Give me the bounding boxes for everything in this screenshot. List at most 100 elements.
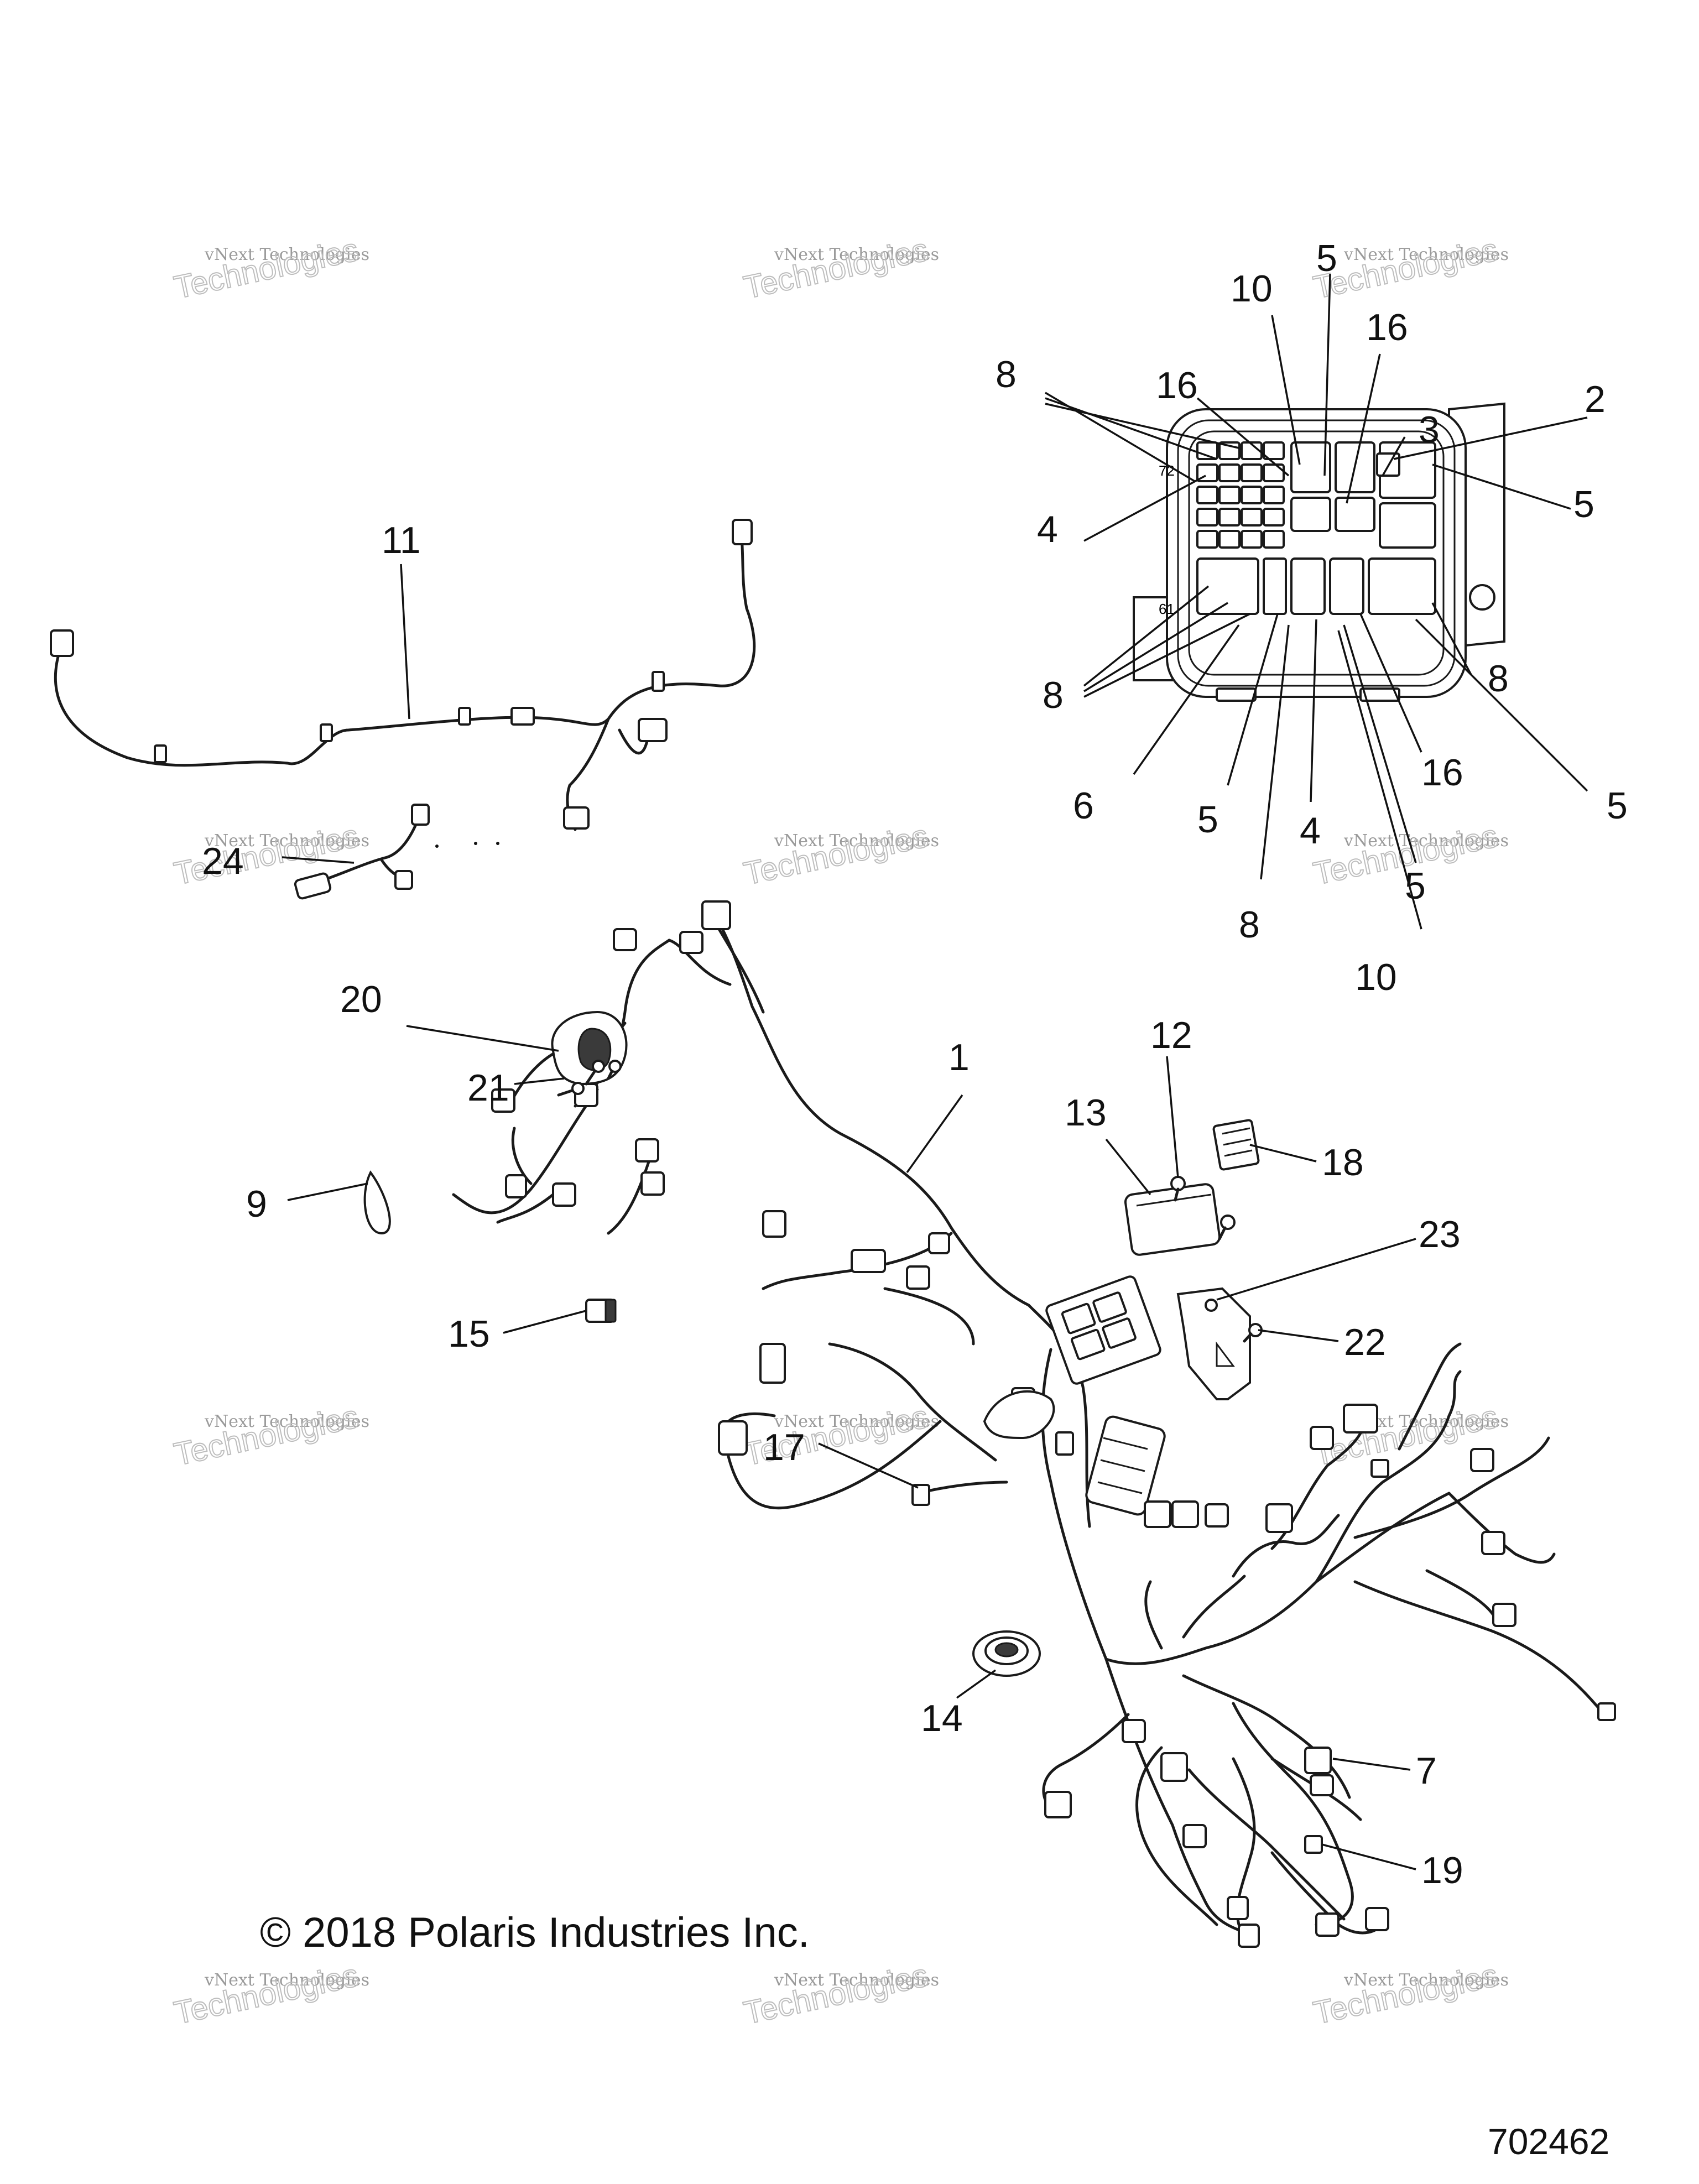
clip <box>458 707 471 726</box>
part-13-module <box>1124 1183 1221 1256</box>
callout-5: 5 <box>1573 483 1594 525</box>
connector <box>1171 1500 1199 1528</box>
svg-text:vNext Technologies: vNext Technologies <box>1343 1971 1509 1990</box>
svg-text:Technologies: Technologies <box>741 1957 931 2031</box>
callouts: 11 24 20 21 1 9 15 12 13 18 23 22 17 14 … <box>202 237 1628 1891</box>
latch <box>1216 687 1257 702</box>
watermark: vNext Technologies Technologies <box>1310 1957 1509 2032</box>
callout-12: 12 <box>1150 1014 1192 1056</box>
callout-8: 8 <box>1488 658 1509 700</box>
callout-8: 8 <box>996 353 1017 395</box>
callout-5: 5 <box>1607 785 1628 827</box>
connector <box>762 1210 786 1238</box>
svg-text:Technologies: Technologies <box>171 1399 362 1473</box>
connector <box>1160 1752 1188 1782</box>
part-20 <box>551 1010 628 1086</box>
svg-text:Technologies: Technologies <box>171 232 362 306</box>
relay <box>1290 441 1331 493</box>
svg-text:vNext Technologies: vNext Technologies <box>774 831 939 851</box>
screw <box>1218 1215 1236 1240</box>
callout-6: 6 <box>1073 785 1094 827</box>
watermark: vNext Technologies Technologies <box>740 817 939 893</box>
connector <box>732 519 753 545</box>
callout-19: 19 <box>1421 1849 1463 1891</box>
connector <box>50 629 74 657</box>
relay <box>1335 497 1375 532</box>
connector <box>563 806 590 830</box>
connector <box>613 928 637 951</box>
callout-3: 3 <box>1419 409 1440 451</box>
callout-18: 18 <box>1322 1141 1364 1184</box>
dot <box>474 842 477 845</box>
callout-4: 4 <box>1037 508 1058 550</box>
figure-number: 702462 <box>1488 2121 1609 2162</box>
callout-16: 16 <box>1366 306 1408 348</box>
svg-text:vNext Technologies: vNext Technologies <box>774 1971 939 1990</box>
callout-7: 7 <box>1416 1750 1437 1792</box>
callout-2: 2 <box>1585 378 1606 420</box>
callout-22: 22 <box>1344 1321 1386 1363</box>
connector-7 <box>1304 1747 1332 1774</box>
dot <box>496 842 499 845</box>
fuse-box-rim <box>1177 419 1456 687</box>
callout-14: 14 <box>921 1697 963 1739</box>
connector <box>635 1138 659 1163</box>
connector <box>1182 1824 1207 1848</box>
connector <box>679 931 703 954</box>
watermark: vNext Technologies Technologies <box>1310 231 1509 306</box>
svg-text:vNext Technologies: vNext Technologies <box>204 831 369 851</box>
connector <box>1470 1448 1494 1472</box>
relay <box>1329 557 1364 615</box>
part-23-bracket <box>1176 1287 1251 1400</box>
part-17-harness <box>911 1481 1008 1506</box>
relay <box>1290 557 1326 615</box>
connector <box>1144 1500 1171 1528</box>
harness-24 <box>294 804 499 900</box>
watermark: vNext Technologies Technologies <box>740 231 939 306</box>
svg-text:vNext Technologies: vNext Technologies <box>204 245 369 264</box>
callout-5: 5 <box>1316 237 1337 279</box>
part-9 <box>363 1170 391 1235</box>
connector <box>1492 1603 1516 1627</box>
svg-text:vNext Technologies: vNext Technologies <box>204 1971 369 1990</box>
watermark: vNext Technologies Technologies <box>740 1957 939 2032</box>
callout-16: 16 <box>1156 364 1198 406</box>
connector <box>718 1420 748 1456</box>
connector <box>505 1174 527 1198</box>
svg-text:vNext Technologies: vNext Technologies <box>204 1412 369 1431</box>
part-14-grommet <box>972 1630 1041 1677</box>
svg-text:vNext Technologies: vNext Technologies <box>1343 245 1509 264</box>
connector <box>928 1232 950 1254</box>
callout-23: 23 <box>1419 1213 1461 1255</box>
clip <box>320 723 333 742</box>
connector <box>1310 1774 1334 1796</box>
connector <box>552 1182 576 1207</box>
connector <box>1481 1531 1505 1555</box>
connector <box>1315 1912 1340 1937</box>
connector <box>759 1343 786 1384</box>
connector <box>294 872 332 900</box>
harness-11 <box>50 519 756 831</box>
fuse-strip <box>1263 557 1287 615</box>
part-15 <box>585 1299 617 1323</box>
clip-19 <box>1304 1835 1323 1854</box>
callout-24: 24 <box>202 840 244 882</box>
callout-17: 17 <box>763 1426 805 1468</box>
relay <box>1368 557 1436 615</box>
svg-text:Technologies: Technologies <box>1310 232 1501 306</box>
connector <box>1597 1702 1616 1721</box>
ecu-connector <box>1045 1275 1161 1385</box>
callout-15: 15 <box>448 1313 490 1355</box>
relay <box>1290 497 1331 532</box>
fuse-box-inner <box>1188 430 1445 676</box>
svg-text:Technologies: Technologies <box>171 1957 362 2031</box>
connector <box>1227 1896 1249 1920</box>
clip <box>652 671 665 692</box>
callout-8: 8 <box>1043 674 1064 716</box>
callout-10: 10 <box>1355 956 1397 998</box>
latch <box>1359 687 1400 702</box>
clip <box>1055 1431 1074 1456</box>
fuse-box-leaders <box>1045 273 1588 930</box>
callout-leaders <box>282 564 1416 1870</box>
